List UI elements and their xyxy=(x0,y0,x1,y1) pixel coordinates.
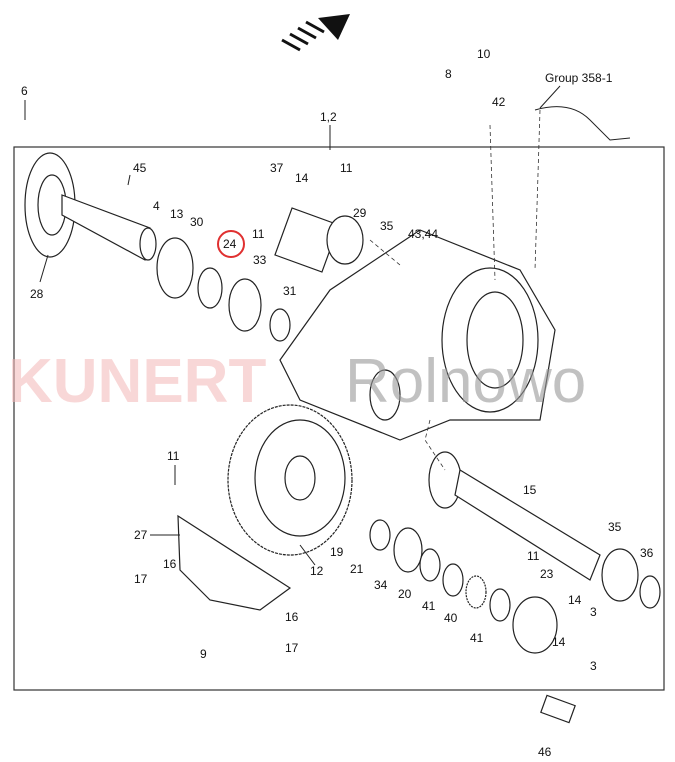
label-42: 42 xyxy=(492,95,506,109)
label-27: 27 xyxy=(134,528,148,542)
lock-40 xyxy=(465,575,487,609)
washer-41b xyxy=(489,588,511,622)
label-28: 28 xyxy=(30,287,44,301)
label-23: 23 xyxy=(540,567,554,581)
housing xyxy=(279,229,556,441)
label-13: 13 xyxy=(170,207,184,221)
flange-shaft xyxy=(24,152,157,261)
watermark-brand: KUNERT xyxy=(8,347,266,416)
label-34: 34 xyxy=(374,578,388,592)
label-16: 16 xyxy=(163,557,177,571)
direction-arrow-icon xyxy=(281,14,350,52)
label-17: 17 xyxy=(134,572,148,586)
label-45: 45 xyxy=(133,161,147,175)
label-20: 20 xyxy=(398,587,412,601)
label-35: 35 xyxy=(380,219,394,233)
sensor-cable xyxy=(534,106,631,141)
bearing-34 xyxy=(393,527,423,573)
part-labels: Group 358-1 1,2 6 45 4 13 30 11 24 28 33… xyxy=(21,47,654,759)
label-14c: 14 xyxy=(552,635,566,649)
assembly-label: 1,2 xyxy=(320,110,337,124)
washer-41 xyxy=(442,563,464,597)
label-11b: 11 xyxy=(340,161,353,175)
bearing-33 xyxy=(228,278,262,332)
label-30: 30 xyxy=(190,215,204,229)
label-46: 46 xyxy=(538,745,552,759)
label-33: 33 xyxy=(253,253,267,267)
label-4: 4 xyxy=(153,199,160,213)
label-40: 40 xyxy=(444,611,458,625)
oil-pan xyxy=(177,514,292,611)
label-37: 37 xyxy=(270,161,284,175)
label-36: 36 xyxy=(640,546,654,560)
pinion-shaft xyxy=(428,451,601,581)
bearing-35b xyxy=(601,548,639,602)
group-reference: Group 358-1 xyxy=(545,71,613,85)
label-14b: 14 xyxy=(568,593,582,607)
ring-21 xyxy=(369,519,391,551)
label-21: 21 xyxy=(350,562,364,576)
label-12: 12 xyxy=(310,564,324,578)
label-3: 3 xyxy=(590,605,597,619)
label-14: 14 xyxy=(295,171,309,185)
label-17b: 17 xyxy=(285,641,299,655)
label-19: 19 xyxy=(330,545,344,559)
label-10: 10 xyxy=(477,47,491,61)
cover-23 xyxy=(512,596,558,654)
bearing-35 xyxy=(326,215,364,265)
watermark-suffix: Rolnowo xyxy=(345,347,586,416)
label-41: 41 xyxy=(422,599,436,613)
label-24: 24 xyxy=(223,237,237,251)
assembly-frame xyxy=(13,146,665,691)
label-35b: 35 xyxy=(608,520,622,534)
label-11d: 11 xyxy=(527,549,540,563)
plate-46 xyxy=(540,694,576,724)
label-11: 11 xyxy=(252,227,265,241)
label-8: 8 xyxy=(445,67,452,81)
label-16b: 16 xyxy=(285,610,299,624)
label-6: 6 xyxy=(21,84,28,98)
label-11c: 11 xyxy=(167,449,180,463)
seal-30 xyxy=(156,237,194,299)
label-3b: 3 xyxy=(590,659,597,673)
gear xyxy=(227,404,353,556)
label-31: 31 xyxy=(283,284,297,298)
label-41b: 41 xyxy=(470,631,484,645)
label-15: 15 xyxy=(523,483,537,497)
highlight-circle xyxy=(217,230,245,258)
seal-36 xyxy=(639,575,661,609)
ring-20 xyxy=(419,548,441,582)
label-29: 29 xyxy=(353,206,367,220)
ring-24 xyxy=(197,267,223,309)
label-9: 9 xyxy=(200,647,207,661)
label-43-44: 43,44 xyxy=(408,227,438,241)
watermark: KUNERT Rolnowo xyxy=(8,347,586,416)
ring-31 xyxy=(269,308,291,342)
